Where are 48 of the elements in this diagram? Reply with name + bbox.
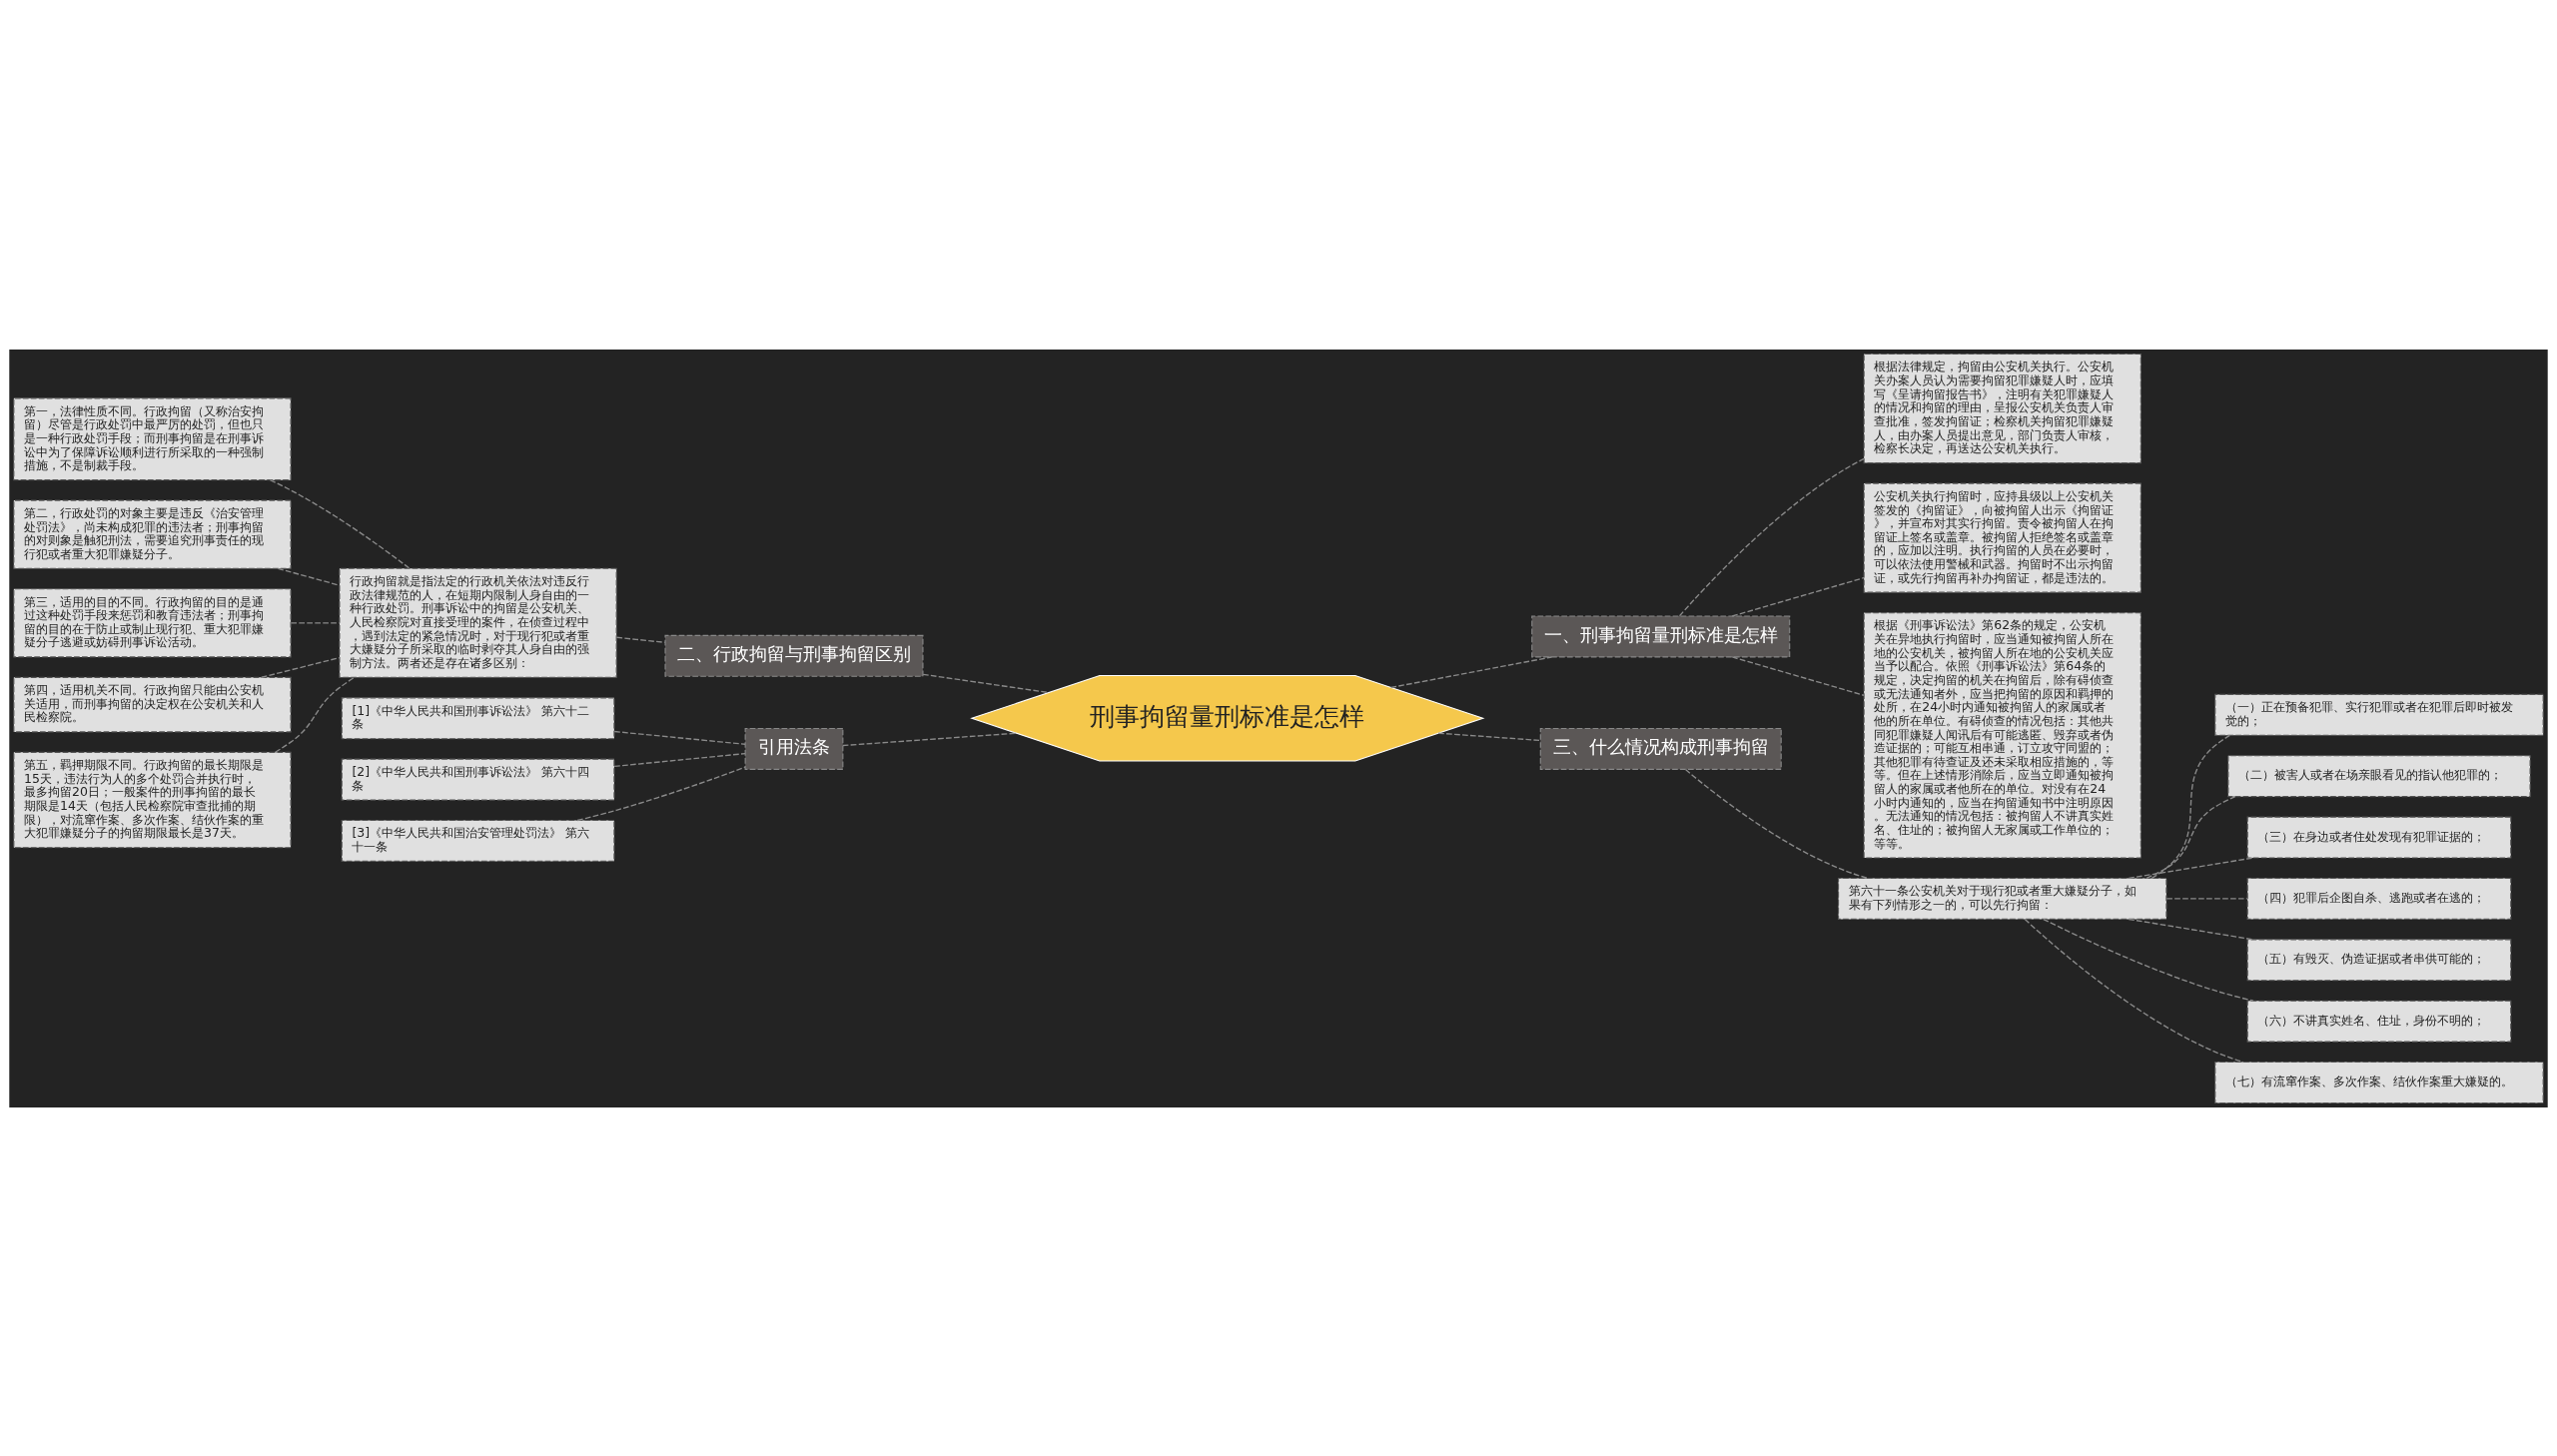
node-box: （七）有流窜作案、多次作案、结伙作案重大嫌疑的。 xyxy=(2214,1061,2544,1103)
node-box: 第三，适用的目的不同。行政拘留的目的是通过这种处罚手段来惩罚和教育违法者；刑事拘留的目的在于防止或制止现行犯、重大犯罪嫌疑分子逃避或妨碍刑事诉讼活动。 xyxy=(13,587,292,657)
connector xyxy=(1685,768,1869,879)
connector xyxy=(2165,897,2248,900)
node-box: 二、行政拘留与刑事拘留区别 xyxy=(664,634,924,677)
node-box: （二）被害人或者在场亲眼看见的指认他犯罪的； xyxy=(2227,754,2531,797)
connector xyxy=(1389,655,1553,688)
node-box: [3]《中华人民共和国治安管理处罚法》 第六十一条 xyxy=(341,819,615,862)
node-box: 根据《刑事诉讼法》第62条的规定，公安机关在异地执行拘留时，应当通知被拘留人所在地的公安机关，被拘留人所在地的公安机关应当予以配合。依照《刑事诉讼法》第64条的规定，决定拘留的机关在拘留后，除有碍侦查或无法通知者外，应当把拘留的原因和羁押的处所，在24小时内通知被拘留人的家属或者他的所在单位。有碍侦查的情况包括：其他共同犯罪嫌疑人闻讯后有可能逃匿、毁弃或者伪造证据的；可能互相串通，订立攻守同盟的；其他犯罪有待查证及还未采取相应措施的，等等。但在上述情形消除后，应当立即通知被拘留人的家属或者他所在的单位。对没有在24小时内通知的，应当在拘留通知书中注明原因。无法通知的情况包括：被拘留人不讲真实姓名、住址的；被拘留人无家属或工作单位的；等等。 xyxy=(1863,611,2141,859)
node-box: 根据法律规定，拘留由公安机关执行。公安机关办案人员认为需要拘留犯罪嫌疑人时，应填写《呈请拘留报告书》，注明有关犯罪嫌疑人的情况和拘留的理由，呈报公安机关负责人审查批准，签发拘留证；检察机关拘留犯罪嫌疑人，由办案人员提出意见，部门负责人审核，检察长决定，再送达公安机关执行。 xyxy=(1863,353,2141,463)
node-box: 行政拘留就是指法定的行政机关依法对违反行政法律规范的人，在短期内限制人身自由的一种行政处罚。刑事诉讼中的拘留是公安机关、人民检察院对直接受理的案件，在侦查过程中，遇到法定的紧急情况时，对于现行犯或者重大嫌疑分子所采取的临时剥夺其人身自由的强制方法。两者还是存在诸多区别： xyxy=(339,567,617,678)
node-box: 一、刑事拘留量刑标准是怎样 xyxy=(1531,614,1791,657)
node-box: 公安机关执行拘留时，应持县级以上公安机关签发的《拘留证》，向被拘留人出示《拘留证》，并宣布对其实行拘留。责令被拘留人在拘留证上签名或盖章。被拘留人拒绝签名或盖章的，应加以注明。执行拘留的人员在必要时，可以依法使用警械和武器。拘留时不出示拘留证，或先行拘留再补办拘留证，都是违法的。 xyxy=(1863,482,2141,593)
node-box: （三）在身边或者住处发现有犯罪证据的； xyxy=(2246,816,2512,859)
connector xyxy=(2145,795,2236,879)
node-box: 第二，行政处罚的对象主要是违反《治安管理处罚法》，尚未构成犯罪的违法者；刑事拘留的对则象是触犯刑法，需要追究刑事责任的现行犯或者重大犯罪嫌疑分子。 xyxy=(13,499,292,569)
connector xyxy=(1731,655,1865,696)
connector xyxy=(842,732,1017,746)
connector xyxy=(922,673,1050,693)
node-box: 第四，适用机关不同。行政拘留只能由公安机关适用，而刑事拘留的决定权在公安机关和人民检察院。 xyxy=(13,676,292,732)
connector xyxy=(1731,576,1865,617)
node-box: （四）犯罪后企图自杀、逃跑或者在逃的； xyxy=(2246,877,2512,920)
node-box: 引用法条 xyxy=(744,727,844,770)
connector xyxy=(2024,918,2244,1063)
connector xyxy=(269,478,411,569)
connector xyxy=(2150,734,2230,879)
connector xyxy=(261,656,341,678)
connector xyxy=(576,766,746,821)
connector xyxy=(2043,918,2254,1002)
connector xyxy=(613,752,746,767)
connector xyxy=(1678,457,1865,616)
connector xyxy=(290,621,341,623)
connector xyxy=(2128,856,2254,879)
node-box: （五）有毁灭、伪造证据或者串供可能的； xyxy=(2246,938,2512,981)
node-box: （一）正在预备犯罪、实行犯罪或者在犯罪后即时被发觉的； xyxy=(2214,693,2544,736)
node-box: 第五，羁押期限不同。行政拘留的最长期限是15天，违法行为人的多个处罚合并执行时，最多拘留20日；一般案件的刑事拘留的最长期限是14天（包括人民检察院审查批捕的期限），对流窜作案、多次作案、结伙作案的重大犯罪嫌疑分子的拘留期限最长是37天。 xyxy=(13,751,292,848)
node-box: 第六十一条公安机关对于现行犯或者重大嫌疑分子，如果有下列情形之一的，可以先行拘留： xyxy=(1838,877,2167,920)
connector xyxy=(1437,732,1541,741)
node-box: [1]《中华人民共和国刑事诉讼法》 第六十二条 xyxy=(341,696,615,739)
node-box: [2]《中华人民共和国刑事诉讼法》 第六十四条 xyxy=(341,758,615,801)
connector xyxy=(2128,918,2254,940)
node-box: 第一，法律性质不同。行政拘留（又称治安拘留）尽管是行政处罚中最严厉的处罚，但也只是一种行政处罚手段；而刑事拘留是在刑事诉讼中为了保障诉讼顺利进行所采取的一种强制措施，不是制裁手段。 xyxy=(13,396,292,480)
connector xyxy=(274,676,356,753)
connector xyxy=(613,730,746,745)
connector xyxy=(277,567,341,586)
node-box: （六）不讲真实姓名、住址，身份不明的； xyxy=(2246,1000,2512,1043)
connector xyxy=(615,636,666,643)
node-box: 三、什么情况构成刑事拘留 xyxy=(1539,727,1782,770)
